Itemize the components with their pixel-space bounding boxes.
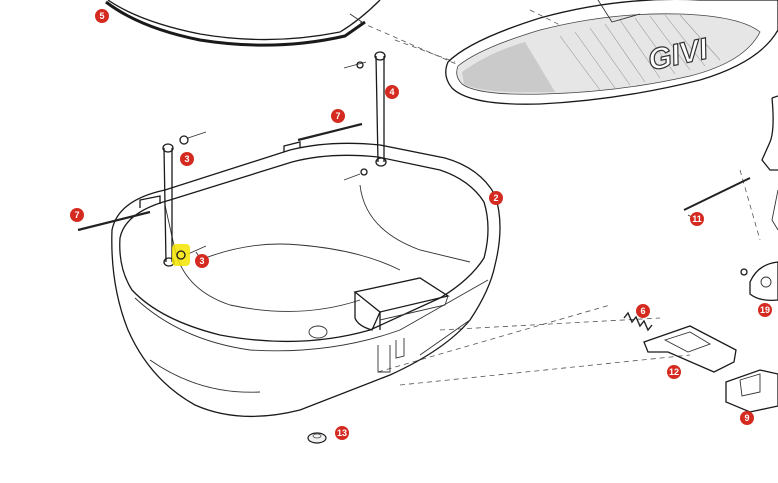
callout-12: 12 (667, 365, 681, 379)
svg-text:11: 11 (692, 214, 702, 224)
latch-plate-part-12 (643, 325, 737, 373)
svg-text:2: 2 (493, 193, 498, 203)
callout-11: 11 (690, 212, 704, 226)
callout-6: 6 (636, 304, 650, 318)
lid-straps-part-4 (162, 51, 387, 267)
spring-part-6 (623, 311, 653, 332)
lock-part-19 (740, 261, 778, 302)
callout-13: 13 (335, 426, 349, 440)
callout-7-upper: 7 (331, 109, 345, 123)
callout-9: 9 (740, 411, 754, 425)
lid-part-5 (105, 0, 381, 47)
svg-text:7: 7 (335, 111, 340, 121)
case-body-part-2 (111, 141, 501, 418)
callout-leaders (195, 214, 695, 259)
svg-text:4: 4 (389, 87, 394, 97)
hinge-rods-part-7 (77, 122, 363, 232)
svg-text:6: 6 (640, 306, 645, 316)
svg-text:5: 5 (99, 11, 104, 21)
callout-3-upper: 3 (180, 152, 194, 166)
svg-text:19: 19 (760, 305, 770, 315)
callout-7-left: 7 (70, 208, 84, 222)
svg-text:7: 7 (74, 210, 79, 220)
callout-3-lower: 3 (195, 254, 209, 268)
svg-text:3: 3 (184, 154, 189, 164)
foot-pad-part-13 (307, 432, 327, 444)
assembly-guide-lines (359, 9, 761, 386)
side-bracket (761, 95, 778, 231)
svg-text:12: 12 (669, 367, 679, 377)
callout-4: 4 (385, 85, 399, 99)
rod-part-11 (683, 177, 751, 211)
callout-19: 19 (758, 303, 772, 317)
callout-2: 2 (489, 191, 503, 205)
highlighted-washer (172, 244, 190, 266)
svg-text:3: 3 (199, 256, 204, 266)
svg-text:9: 9 (744, 413, 749, 423)
backrest-pad: GIVI (445, 0, 778, 105)
screws-part-3 (172, 61, 368, 266)
callout-5: 5 (95, 9, 109, 23)
svg-text:13: 13 (337, 428, 347, 438)
latch-block-part-9 (725, 369, 778, 413)
